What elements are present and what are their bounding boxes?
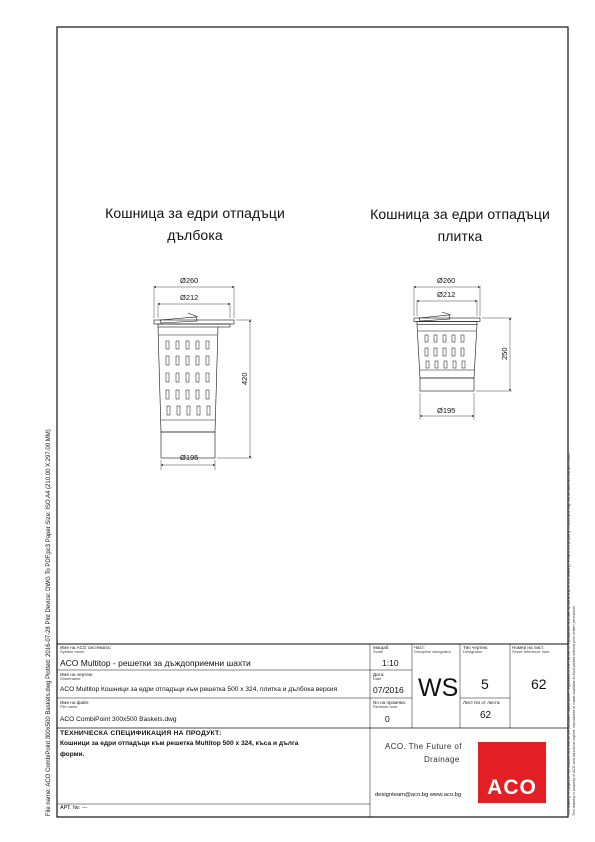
contact-info: designteam@aco.bg www.aco.bg: [375, 792, 462, 798]
file-name-sublabel: File name: [60, 704, 78, 709]
shallow-basket-title: Кошница за едри отпадъци плитка: [330, 206, 590, 244]
scale-value: 1:10: [382, 658, 399, 668]
spec-text-line2: форми.: [60, 751, 85, 758]
part-sublabel: Discipline designator: [414, 649, 451, 654]
shallow-title-line1: Кошница за едри отпадъци: [370, 206, 550, 222]
tagline-line2: Drainage: [424, 755, 460, 764]
file-name-value: ACO CombiPoint 300x500 Baskets.dwg: [60, 716, 177, 723]
sheet-name-label: Име на чертеж:: [60, 672, 93, 677]
deep-basket-slots: [165, 340, 211, 416]
date-sublabel: Date: [373, 676, 382, 681]
file-name-label: Име на файл:: [60, 700, 90, 705]
drawing-type-value: 5: [481, 676, 489, 692]
revision-sublabel: Revision num.: [373, 704, 399, 709]
sheet-name-sublabel: Sheetname: [60, 676, 81, 681]
shallow-basket-slots: [424, 334, 466, 369]
part-label: Част:: [414, 645, 426, 650]
aco-logo-text: ACO: [487, 776, 537, 799]
sheet-ref-sublabel: Sheet reference num.: [512, 649, 551, 654]
revision-label: No на промяна:: [373, 700, 407, 705]
drawing-type-sublabel: Designator: [463, 649, 483, 654]
system-sublabel: System name: [60, 649, 85, 654]
sheet-ref-value: 62: [531, 676, 547, 692]
shallow-dim-inner: Ø212: [437, 290, 456, 299]
system-label: Име на АСО системата:: [60, 645, 111, 650]
deep-dim-inner: Ø212: [180, 293, 199, 302]
sheet-of-value: 62: [480, 710, 492, 721]
deep-dim-outer: Ø260: [180, 276, 199, 285]
sheet-name-value: ACO Multitop Кошници за едри отпадъци къ…: [60, 686, 338, 693]
deep-dim-base: Ø195: [180, 453, 199, 462]
scale-label: Мащаб:: [373, 645, 390, 650]
revision-value: 0: [385, 714, 390, 724]
copyright-notice-2: This drawing is property of ACO and cann…: [572, 605, 576, 816]
sheet-ref-label: Номер на лист:: [512, 645, 545, 650]
copyright-notice-1: This drawing is subject to reproduction …: [567, 451, 571, 816]
plot-info-vertical: File name: ACO CombiPoint 300x500 Basket…: [46, 429, 52, 816]
article-number: АРТ. №: ---: [60, 805, 88, 811]
shallow-basket-drawing: [413, 286, 512, 420]
sheet-of-label: Лист No от листа:: [463, 700, 501, 705]
deep-basket-title: Кошница за едри отпадъци дълбока: [60, 205, 330, 243]
deep-basket-drawing: [153, 286, 252, 470]
title-block-grid: [57, 643, 568, 817]
deep-title-line2: дълбока: [167, 227, 223, 243]
aco-logo: ACO: [478, 742, 546, 803]
spec-heading: ТЕХНИЧЕСКА СПЕЦИФИКАЦИЯ НА ПРОДУКТ:: [60, 730, 222, 737]
date-label: Дата:: [373, 672, 385, 677]
shallow-dim-base: Ø195: [437, 406, 456, 415]
shallow-title-line2: плитка: [437, 228, 483, 244]
deep-title-line1: Кошница за едри отпадъци: [105, 205, 285, 221]
system-value: ACO Multitop - решетки за дъждоприемни ш…: [60, 658, 251, 668]
scale-sublabel: Scale: [373, 649, 384, 654]
part-value: WS: [418, 674, 459, 702]
drawing-type-label: Тип чертеж:: [463, 645, 489, 650]
spec-text-line1: Кошници за едри отпадъци към решетка Mul…: [60, 740, 299, 747]
deep-dim-height: 420: [240, 372, 249, 385]
shallow-dim-outer: Ø260: [437, 276, 456, 285]
sheet-border: [56, 26, 569, 818]
tagline-line1: ACO. The Future of: [385, 742, 462, 751]
shallow-dim-height: 250: [500, 347, 509, 360]
date-value: 07/2016: [373, 685, 404, 695]
